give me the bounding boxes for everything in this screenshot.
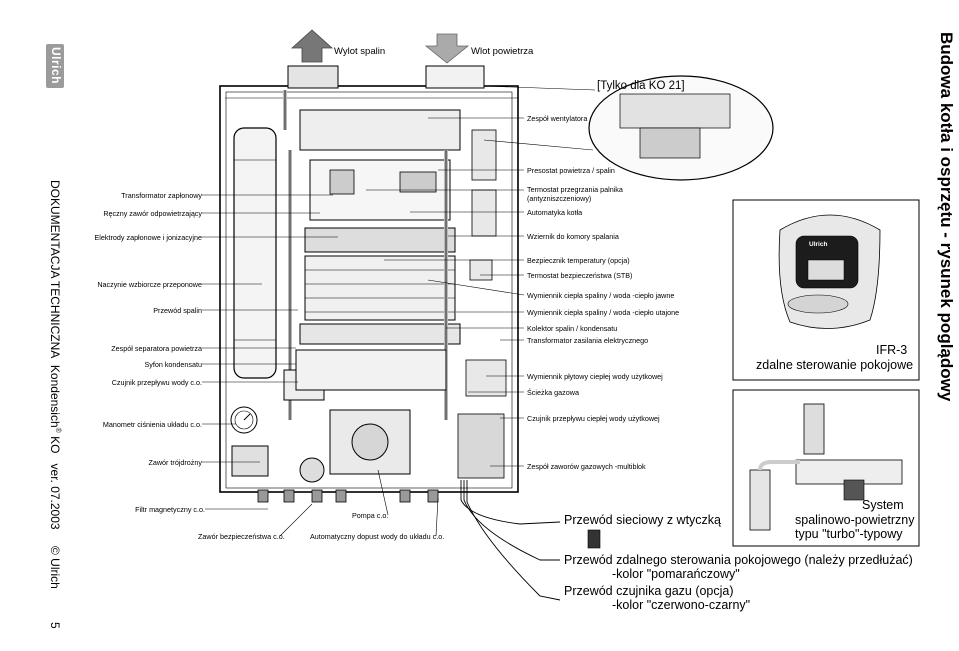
doc-version: ver. 07.2003 xyxy=(48,463,62,530)
label-power-cable: Przewód sieciowy z wtyczką xyxy=(564,513,721,527)
label-burner-thermostat: Termostat przegrzania palnika xyxy=(527,185,623,194)
label-gas-valve: Zespół zaworów gazowych -multiblok xyxy=(527,462,646,471)
product-suffix: KO xyxy=(48,436,62,454)
label-pump: Pompa c.o. xyxy=(352,511,389,520)
flue-line2: spalinowo-powietrzny xyxy=(795,513,915,527)
label-intake: Wlot powietrza xyxy=(471,46,534,57)
label-flow-sensor-ch: Czujnik przepływu wody c.o. xyxy=(111,378,202,387)
label-plate-hx: Wymiennik płytowy ciepłej wody użytkowej xyxy=(527,372,663,381)
label-remote-cable-2: -kolor "pomarańczowy" xyxy=(612,567,740,581)
label-auto-fill: Automatyczny dopust wody do układu c.o. xyxy=(310,532,445,541)
doc-title: DOKUMENTACJA TECHNICZNA xyxy=(48,180,62,359)
flue-line3: typu "turbo"-typowy xyxy=(795,527,903,541)
label-air-separator: Zespół separatora powietrza xyxy=(111,344,202,353)
flue-box xyxy=(732,389,920,547)
label-sight-glass: Wziernik do komory spalania xyxy=(527,232,619,241)
right-leader-lines xyxy=(366,117,525,467)
inset-title: [Tylko dla KO 21] xyxy=(597,80,685,92)
spine-left: DOKUMENTACJA TECHNICZNA Kondensich® KO v… xyxy=(48,180,62,530)
label-thermal-fuse: Bezpiecznik temperatury (opcja) xyxy=(527,256,630,265)
remote-device-brand: Ulrich xyxy=(809,241,828,248)
label-remote-cable-1: Przewód zdalnego sterowania pokojowego (… xyxy=(564,553,913,567)
brand-logo: Ulrich xyxy=(46,44,64,88)
intake-arrow-icon xyxy=(424,33,470,64)
label-flue-pipe: Przewód spalin xyxy=(153,306,202,315)
product-sup: ® xyxy=(54,427,61,433)
heat-exchanger xyxy=(299,109,461,345)
label-three-way-valve: Zawór trójdrożny xyxy=(148,458,202,467)
hydraulics xyxy=(230,90,448,483)
label-hx-sensible: Wymiennik ciepła spaliny / woda -ciepło … xyxy=(527,291,675,300)
product-name: Kondensich xyxy=(48,364,62,428)
label-power-transformer: Transformator zasilania elektrycznego xyxy=(527,336,649,345)
label-magnetic-filter: Filtr magnetyczny c.o. xyxy=(135,505,205,514)
label-flow-sensor-dhw: Czujnik przepływu ciepłej wody użytkowej xyxy=(527,414,660,423)
expansion-vessel xyxy=(233,127,277,379)
flue-title: System xyxy=(862,498,904,512)
brand-logo-text: Ulrich xyxy=(49,47,63,85)
remote-box xyxy=(732,199,920,381)
label-condensate-trap: Syfon kondensatu xyxy=(144,360,202,369)
label-ignition-transformer: Transformator zapłonowy xyxy=(121,191,202,200)
bottom-connections xyxy=(257,489,439,503)
label-expansion-vessel: Naczynie wzbiorcze przeponowe xyxy=(97,280,202,289)
remote-caption: zdalne sterowanie pokojowe xyxy=(756,358,914,372)
label-fan: Zespół wentylatora xyxy=(527,114,588,123)
boiler-casing xyxy=(219,65,519,493)
label-burner-thermostat-note: (antyzniszczeniowy) xyxy=(527,194,592,203)
label-stb: Termostat bezpieczeństwa (STB) xyxy=(527,271,633,280)
right-components xyxy=(457,129,507,479)
label-gas-cable-2: -kolor "czerwono-czarny" xyxy=(612,598,751,612)
label-manual-air-vent: Ręczny zawór odpowietrzający xyxy=(103,209,202,218)
label-pressure-gauge: Manometr ciśnienia układu c.o. xyxy=(102,420,202,429)
copyright: © Ulrich xyxy=(48,546,62,589)
label-gas-path: Ścieżka gazowa xyxy=(527,388,579,397)
label-boiler-control: Automatyka kotła xyxy=(527,208,583,217)
label-collector: Kolektor spalin / kondensatu xyxy=(527,324,618,333)
label-safety-valve: Zawór bezpieczeństwa c.o. xyxy=(198,532,285,541)
label-exhaust: Wylot spalin xyxy=(334,46,386,57)
cables xyxy=(460,480,601,601)
page-title: Budowa kotła i osprzętu - rysunek pogląd… xyxy=(937,32,956,402)
label-hx-latent: Wymiennik ciepła spaliny / woda -ciepło … xyxy=(527,308,680,317)
inset-detail xyxy=(483,75,774,181)
left-leader-lines xyxy=(202,194,439,537)
label-gas-cable-1: Przewód czujnika gazu (opcja) xyxy=(564,584,734,598)
exhaust-arrow-icon xyxy=(290,29,334,63)
remote-model: IFR-3 xyxy=(876,343,908,357)
label-pressure-switch: Presostat powietrza / spalin xyxy=(527,166,615,175)
label-electrodes: Elektrody zapłonowe i jonizacyjne xyxy=(94,233,202,242)
page-number: 5 xyxy=(48,622,62,629)
